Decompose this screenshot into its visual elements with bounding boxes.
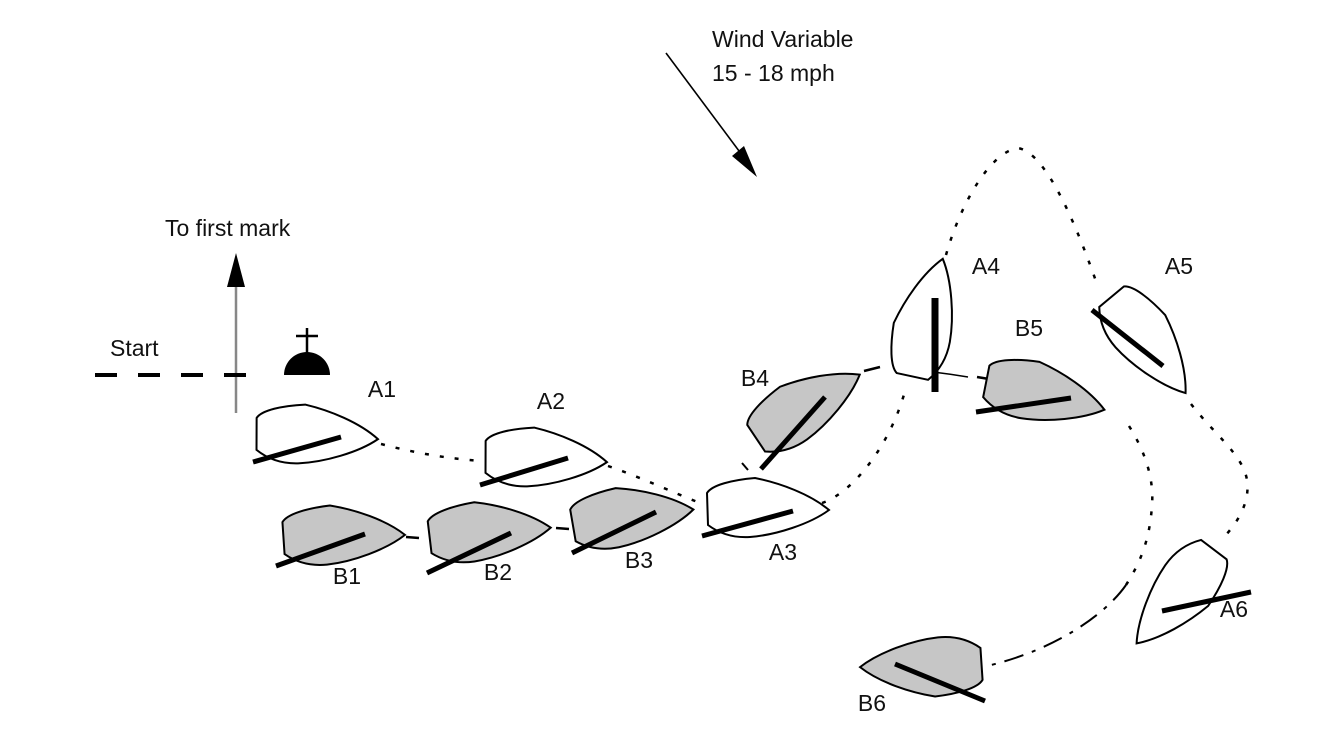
boat-boom-b3 [570,509,658,556]
boat-hull-b4 [746,372,862,453]
boat-hull-a3 [705,476,831,539]
boat-a3: A3 [701,476,831,565]
path-route-b6-dashdot [986,584,1127,667]
boat-boom-a2 [479,455,569,488]
boat-label-a3: A3 [769,539,797,565]
boat-label-b1: B1 [333,563,361,589]
start-label: Start [110,335,159,361]
boat-label-b5: B5 [1015,315,1043,341]
committee-boat-icon [284,328,330,375]
boat-label-b6: B6 [858,690,886,716]
boat-label-a6: A6 [1220,596,1248,622]
path-route-a1-a2 [380,442,483,463]
boat-label-a1: A1 [368,376,396,402]
boat-b6: B6 [858,636,986,716]
boat-hull-a1 [255,403,380,465]
boat-label-a5: A5 [1165,253,1193,279]
path-dash-b4-stern [741,462,749,471]
boat-boom-a6 [1161,589,1252,614]
wind-label-line1: Wind Variable [712,26,853,52]
boat-boom-b6 [894,661,986,704]
boat-b5: B5 [975,315,1106,421]
boat-hull-b2 [426,501,553,564]
boat-a1: A1 [252,376,396,465]
boat-hull-b3 [569,487,696,550]
start-area: To first mark Start [110,215,330,413]
wind-annotation: Wind Variable 15 - 18 mph [665,26,853,177]
boat-boom-b4 [759,395,827,471]
boat-boom-a5 [1090,308,1165,368]
boat-b2: B2 [425,501,553,585]
boat-boom-a1 [252,434,342,465]
boat-label-b3: B3 [625,547,653,573]
boat-boom-b1 [275,531,366,569]
boat-boom-b2 [425,530,513,576]
boat-label-a4: A4 [972,253,1000,279]
boat-a5: A5 [1090,253,1193,395]
path-route-a5-a6-loop [1190,403,1249,538]
path-dash-b2-b3 [555,526,570,531]
first-mark-arrow-icon [227,253,245,413]
path-dash-b4-bow [863,365,881,373]
boat-hull-a5 [1098,285,1187,395]
boat-b4: B4 [741,365,862,471]
first-mark-label: To first mark [165,215,291,241]
boat-label-b2: B2 [484,559,512,585]
boat-boom-b5 [975,395,1072,415]
boat-label-b4: B4 [741,365,769,391]
boat-a6: A6 [1135,538,1252,645]
boat-a2: A2 [479,388,609,488]
boat-b3: B3 [569,487,696,573]
boat-label-a2: A2 [537,388,565,414]
boat-a4: A4 [890,253,1000,392]
wind-label-line2: 15 - 18 mph [712,60,835,86]
boat-boom-a3 [701,508,794,539]
boat-hull-b6 [858,636,984,698]
boat-b1: B1 [275,504,407,589]
wind-arrow-icon [665,52,757,177]
path-dash-b1-b2 [405,535,420,540]
boat-hull-a6 [1135,538,1229,645]
